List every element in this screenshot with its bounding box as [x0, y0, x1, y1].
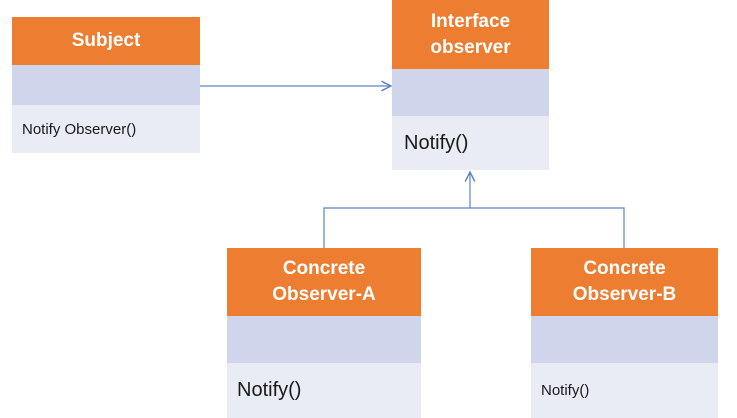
subject-class-title: Subject — [71, 30, 141, 52]
subject-operation: Notify Observer() — [22, 120, 137, 138]
concrete-observer-a-title-line2: Observer-A — [272, 284, 376, 305]
concrete-observer-b-class: Concrete Observer-B Notify() — [531, 248, 718, 418]
concrete-observer-a-attributes — [227, 316, 421, 363]
interface-observer-operations: Notify() — [392, 116, 549, 170]
concrete-observer-a-header: Concrete Observer-A — [227, 248, 421, 316]
interface-observer-attributes — [392, 69, 549, 116]
subject-class: Subject Notify Observer() — [12, 17, 200, 153]
interface-observer-operation: Notify() — [404, 131, 469, 154]
subject-class-operations: Notify Observer() — [12, 105, 200, 153]
concrete-observer-b-header: Concrete Observer-B — [531, 248, 718, 316]
interface-observer-header: Interface observer — [392, 0, 549, 69]
concrete-observer-b-operations: Notify() — [531, 363, 718, 418]
interface-observer-title-line1: Interface — [430, 10, 511, 32]
inheritance-connector-b — [470, 207, 625, 248]
concrete-observer-b-title-line2: Observer-B — [572, 284, 677, 305]
inheritance-connector-a — [323, 207, 470, 248]
concrete-observer-b-attributes — [531, 316, 718, 363]
concrete-observer-a-class: Concrete Observer-A Notify() — [227, 248, 421, 418]
concrete-observer-a-title-line1: Concrete — [282, 258, 366, 280]
interface-observer-title-line2: observer — [430, 36, 511, 58]
subject-class-header: Subject — [12, 17, 200, 65]
concrete-observer-a-operation: Notify() — [237, 379, 302, 401]
concrete-observer-b-title-line1: Concrete — [583, 258, 666, 280]
concrete-observer-b-operation: Notify() — [541, 382, 590, 399]
subject-class-attributes — [12, 65, 200, 105]
interface-observer-class: Interface observer Notify() — [392, 0, 549, 170]
concrete-observer-a-operations: Notify() — [227, 363, 421, 418]
